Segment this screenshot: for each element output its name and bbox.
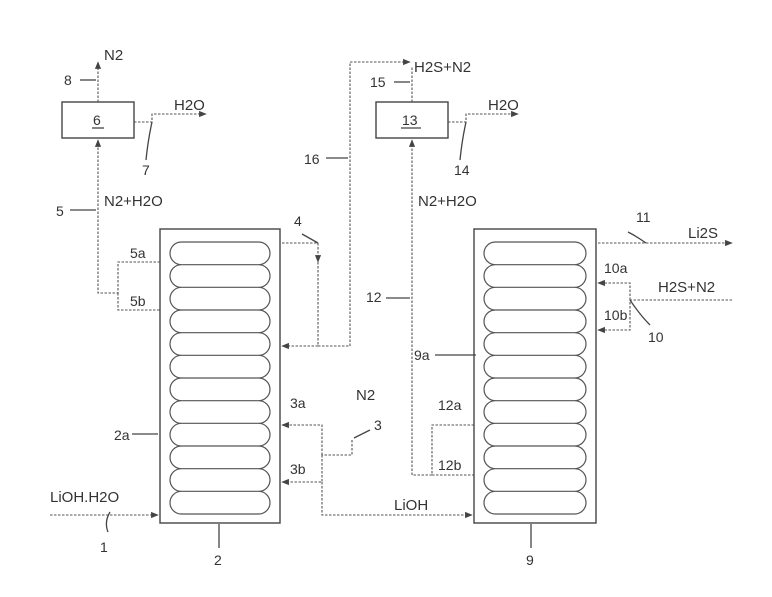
- line-4: [282, 243, 318, 262]
- heating-coil-2a: [170, 242, 270, 514]
- line-3: [322, 440, 352, 455]
- ref-2: 2: [214, 552, 222, 568]
- ref-12b: 12b: [438, 457, 462, 473]
- line-7: [134, 114, 206, 122]
- line-16: [318, 62, 410, 346]
- ref-4: 4: [294, 213, 302, 229]
- ref-2a: 2a: [114, 427, 130, 443]
- ref-14: 14: [454, 162, 470, 178]
- ref-8: 8: [64, 72, 72, 88]
- ref-9: 9: [526, 552, 534, 568]
- line-12: [412, 140, 474, 475]
- ref-3a: 3a: [290, 395, 306, 411]
- label-lioh: LiOH: [394, 497, 428, 514]
- ref-5: 5: [56, 203, 64, 219]
- ref-5b: 5b: [130, 293, 146, 309]
- line-10a: [598, 283, 630, 300]
- ref-3b: 3b: [290, 461, 306, 477]
- ref-10a: 10a: [604, 260, 628, 276]
- ref-10: 10: [648, 329, 664, 345]
- line-4-return: [282, 262, 318, 346]
- line-3a: [282, 425, 322, 455]
- ref-10b: 10b: [604, 307, 628, 323]
- reactor-9: [474, 229, 596, 523]
- ref-9a: 9a: [414, 347, 430, 363]
- reactor-2: [160, 229, 280, 523]
- label-h2o-right: H2O: [488, 97, 519, 114]
- ref-3: 3: [374, 417, 382, 433]
- label-li2s: Li2S: [688, 225, 718, 242]
- label-n2-out: N2: [104, 47, 123, 64]
- ref-13: 13: [402, 112, 418, 128]
- ref-15: 15: [370, 74, 386, 90]
- ref-1: 1: [100, 539, 108, 555]
- ref-16: 16: [304, 151, 320, 167]
- line-10: [630, 300, 732, 313]
- line-5a: [98, 140, 160, 293]
- ref-12: 12: [366, 289, 382, 305]
- label-lioh-h2o: LiOH.H2O: [50, 489, 119, 506]
- ref-6: 6: [93, 112, 101, 128]
- ref-5a: 5a: [130, 245, 146, 261]
- label-n2-in: N2: [356, 387, 375, 404]
- heating-coil-9a: [484, 242, 586, 514]
- label-n2-h2o-left: N2+H2O: [104, 193, 163, 210]
- ref-7: 7: [142, 162, 150, 178]
- ref-11: 11: [636, 209, 651, 225]
- line-14: [448, 114, 518, 122]
- leader-lines: [70, 80, 650, 548]
- label-h2o-left: H2O: [174, 97, 205, 114]
- label-h2s-n2-top: H2S+N2: [414, 59, 471, 76]
- ref-12a: 12a: [438, 397, 462, 413]
- label-h2s-n2-in: H2S+N2: [658, 279, 715, 296]
- label-n2-h2o-right: N2+H2O: [418, 193, 477, 210]
